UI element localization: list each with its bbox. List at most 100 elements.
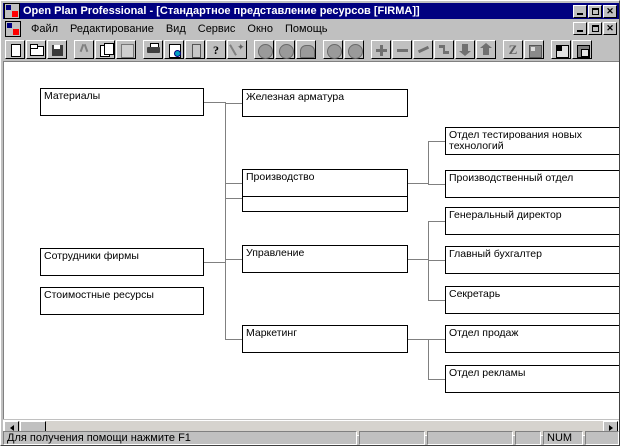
help-question-icon[interactable]: ? <box>206 39 226 59</box>
node-label: Секретарь <box>449 288 501 300</box>
window-title: Open Plan Professional - [Стандартное пр… <box>23 5 420 17</box>
diagram-node-otdel-test[interactable]: Отдел тестирования новых технологий <box>445 127 619 158</box>
node-label: Производственный отдел <box>449 172 574 184</box>
document-icon[interactable] <box>5 20 21 37</box>
node-label: Управление <box>246 247 305 259</box>
node-label: Железная арматура <box>246 91 345 103</box>
menu-edit[interactable]: Редактирование <box>70 22 154 35</box>
status-num-indicator: NUM <box>543 431 583 445</box>
resource-detail-icon[interactable] <box>275 39 295 59</box>
connector-branch-armatura <box>225 103 242 104</box>
circle-a-icon[interactable] <box>323 39 343 59</box>
connector-stub-marketing <box>408 339 428 340</box>
connector-branch-proizvodstvo <box>225 183 242 184</box>
menu-service[interactable]: Сервис <box>197 22 236 35</box>
add-plus-icon[interactable] <box>371 39 391 59</box>
mdi-minimize-button[interactable] <box>573 22 587 35</box>
diagram-node-sekretar[interactable]: Секретарь <box>445 286 619 317</box>
open-folder-icon[interactable] <box>26 39 46 59</box>
connector-trunk-marketing <box>428 339 429 379</box>
diagram-node-otdel-prodazh[interactable]: Отдел продаж <box>445 325 619 356</box>
status-pane-3 <box>515 431 541 445</box>
maximize-button[interactable] <box>588 4 602 18</box>
connector-trunk-proizvodstvo <box>428 141 429 184</box>
close-button[interactable]: ✕ <box>603 4 617 18</box>
connector-stub-proizvodstvo <box>408 183 428 184</box>
node-label: Маркетинг <box>246 327 298 339</box>
status-pane-2 <box>427 431 513 445</box>
toolbar: ? ✦ Z <box>3 38 619 60</box>
diagram-node-gen-direktor[interactable]: Генеральный директор <box>445 207 619 238</box>
menu-file[interactable]: Файл <box>31 22 59 35</box>
menu-view[interactable]: Вид <box>165 22 186 35</box>
print-preview-icon[interactable] <box>164 39 184 59</box>
connector-branch-gen-direktor <box>428 221 445 222</box>
save-disk-icon[interactable] <box>47 39 67 59</box>
new-file-icon[interactable] <box>5 39 25 59</box>
minimize-button[interactable] <box>573 4 587 18</box>
paste-clipboard-icon[interactable] <box>116 39 136 59</box>
node-label: Главный бухгалтер <box>449 248 542 260</box>
connector-branch-otdel-test <box>428 141 445 142</box>
resource-circle-icon[interactable] <box>254 39 274 59</box>
update-icon[interactable] <box>185 39 205 59</box>
diagram-node-proizv-otdel[interactable]: Производственный отдел <box>445 170 619 201</box>
diagram-node-upravlenie[interactable]: Управление <box>242 245 411 276</box>
restore-layout-icon[interactable] <box>572 39 592 59</box>
connector-stub-sotrudniki <box>204 262 225 263</box>
connector-trunk-materialy <box>225 102 226 198</box>
node-label: Сотрудники фирмы <box>44 250 139 262</box>
circle-b-icon[interactable] <box>344 39 364 59</box>
diagram-node-materialy[interactable]: Материалы <box>40 88 207 119</box>
node-label: Отдел продаж <box>449 327 519 339</box>
copy-icon[interactable] <box>95 39 115 59</box>
move-up-arrow-icon[interactable] <box>476 39 496 59</box>
status-bar: Для получения помощи нажмите F1 NUM <box>3 431 619 445</box>
connector-branch-marketing <box>225 339 242 340</box>
connector-trunk-sotrudniki <box>225 183 226 339</box>
app-icon <box>4 3 20 19</box>
remove-minus-icon[interactable] <box>392 39 412 59</box>
diagram-node-otdel-reklamy[interactable]: Отдел рекламы <box>445 365 619 396</box>
node-label: Стоимостные ресурсы <box>44 289 154 301</box>
cut-scissors-icon[interactable] <box>74 39 94 59</box>
connector-branch-gl-buhgalter <box>428 260 445 261</box>
mdi-restore-button[interactable] <box>588 22 602 35</box>
zigzag-z-icon[interactable]: Z <box>503 39 523 59</box>
window-buttons: ✕ <box>572 4 617 18</box>
step-icon[interactable] <box>434 39 454 59</box>
node-label: Отдел тестирования новых технологий <box>449 129 583 152</box>
diagram-node-stoimostnye[interactable]: Стоимостные ресурсы <box>40 287 207 318</box>
print-icon[interactable] <box>143 39 163 59</box>
title-bar: Open Plan Professional - [Стандартное пр… <box>3 3 619 19</box>
move-down-arrow-icon[interactable] <box>455 39 475 59</box>
connector-branch-proizv-otdel <box>428 184 445 185</box>
node-label: Генеральный директор <box>449 209 562 221</box>
node-label: Производство <box>246 171 315 183</box>
status-pane-last <box>585 431 619 445</box>
diagram-node-gl-buhgalter[interactable]: Главный бухгалтер <box>445 246 619 277</box>
layout-quad-icon[interactable] <box>551 39 571 59</box>
menu-bar: Файл Редактирование Вид Сервис Окно Помо… <box>3 20 619 37</box>
menu-window[interactable]: Окно <box>247 22 273 35</box>
resource-dome-icon[interactable] <box>296 39 316 59</box>
connector-branch-sekretar <box>428 300 445 301</box>
connector-branch-otdel-prodazh <box>428 339 445 340</box>
status-pane-1 <box>359 431 425 445</box>
magic-wand-icon[interactable]: ✦ <box>227 39 247 59</box>
diagram-node-proizvodstvo[interactable]: Производство <box>242 169 411 200</box>
menu-help[interactable]: Помощь <box>284 22 328 35</box>
connector-stub-upravlenie <box>408 259 428 260</box>
mdi-close-button[interactable]: ✕ <box>603 22 617 35</box>
node-label: Материалы <box>44 90 101 102</box>
connector-stub-materialy <box>204 102 225 103</box>
table-grid-icon[interactable] <box>524 39 544 59</box>
node-label: Отдел рекламы <box>449 367 526 379</box>
diagram-node-marketing[interactable]: Маркетинг <box>242 325 411 356</box>
link-icon[interactable] <box>413 39 433 59</box>
diagram-node-sotrudniki[interactable]: Сотрудники фирмы <box>40 248 207 279</box>
diagram-node-armatura[interactable]: Железная арматура <box>242 89 411 120</box>
